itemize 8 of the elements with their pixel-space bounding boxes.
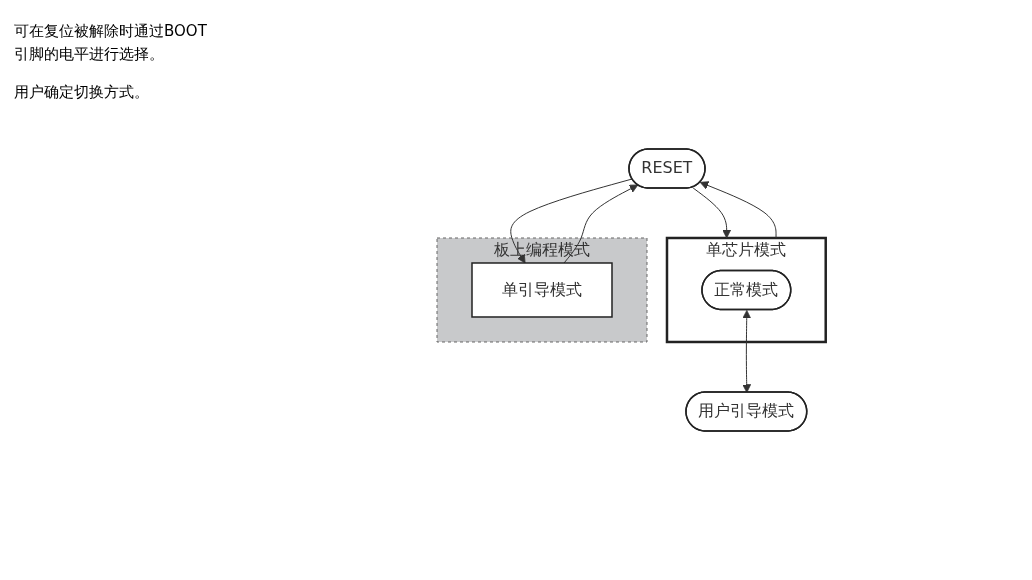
node-box: 单引导模式 <box>470 262 613 318</box>
note-text: 用户确定切换方式。 <box>14 82 150 103</box>
arrow <box>699 181 777 239</box>
arrow <box>692 187 731 239</box>
arrow <box>741 310 751 393</box>
note-text: 可在复位被解除时通过BOOT引脚的电平进行选择。 <box>14 21 208 65</box>
arrow <box>563 184 638 264</box>
arrow <box>509 178 633 264</box>
